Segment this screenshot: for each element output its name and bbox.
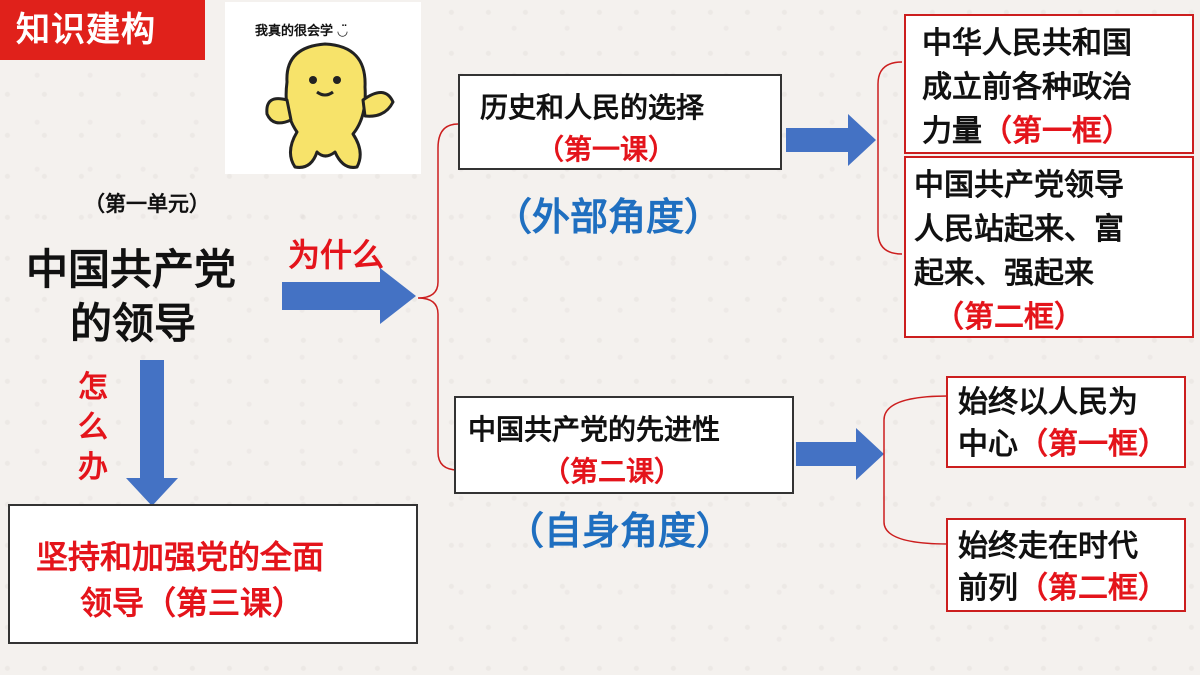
- lesson2-box: 中国共产党的先进性 （第二课）: [454, 396, 794, 494]
- frames1-bracket: [877, 61, 903, 255]
- how-arrow: [126, 360, 178, 506]
- how-label: 怎 么 办: [78, 368, 108, 488]
- unit-label: （第一单元）: [84, 192, 210, 216]
- topic-line-1: 中国共产党: [26, 245, 237, 294]
- frame-l2-1-text: 始终以人民为 中心（第一框）: [958, 382, 1168, 466]
- lesson1-arrow: [786, 114, 876, 166]
- frame-l2-2-tag: （第二框）: [1018, 571, 1168, 606]
- bottom-box-line-2: 领导（第三课）: [80, 584, 305, 622]
- frame-l1-1-text: 中华人民共和国 成立前各种政治 力量（第一框）: [922, 22, 1132, 154]
- section-title: 知识建构: [0, 0, 205, 60]
- frame-l1-2-line-1: 中国共产党领导: [914, 168, 1124, 203]
- lesson1-box: 历史和人民的选择 （第一课）: [458, 74, 782, 170]
- lesson1-angle: （外部角度）: [494, 195, 723, 239]
- topic-line-2: 的领导: [70, 299, 197, 348]
- how-char-2: 么: [78, 410, 108, 445]
- how-char-3: 办: [78, 450, 108, 485]
- lesson2-arrow: [796, 428, 884, 480]
- frame-l2-2-text: 始终走在时代 前列（第二框）: [958, 526, 1168, 610]
- lesson1-tag: （第一课）: [536, 133, 677, 166]
- mascot-icon: [265, 42, 395, 169]
- frame-l1-1-line-3: 力量: [922, 114, 982, 149]
- frame-l1-2-text: 中国共产党领导 人民站起来、富 起来、强起来 （第二框）: [914, 164, 1124, 340]
- sticker-caption: 我真的很会学 ◡̈: [255, 24, 348, 39]
- why-arrow: [282, 268, 416, 324]
- frame-l1-2-line-2: 人民站起来、富: [914, 212, 1124, 247]
- frame-l1-2: 中国共产党领导 人民站起来、富 起来、强起来 （第二框）: [904, 156, 1194, 338]
- frame-l2-1-line-1: 始终以人民为: [958, 385, 1138, 420]
- bottom-box-line-1: 坚持和加强党的全面: [36, 538, 325, 576]
- lesson1-title: 历史和人民的选择: [480, 91, 705, 124]
- frame-l2-2: 始终走在时代 前列（第二框）: [946, 518, 1186, 612]
- frame-l1-1-tag: （第一框）: [982, 114, 1132, 149]
- frame-l1-1: 中华人民共和国 成立前各种政治 力量（第一框）: [904, 14, 1194, 154]
- frame-l1-1-line-1: 中华人民共和国: [922, 26, 1132, 61]
- frames2-bracket: [883, 395, 949, 545]
- why-label: 为什么: [288, 236, 385, 274]
- frame-l2-1-tag: （第一框）: [1018, 427, 1168, 462]
- frame-l2-1: 始终以人民为 中心（第一框）: [946, 376, 1186, 468]
- frame-l2-2-line-2: 前列: [958, 571, 1018, 606]
- strengthen-leadership-box: 坚持和加强党的全面 领导（第三课）: [8, 504, 418, 644]
- mascot-sticker: 我真的很会学 ◡̈: [225, 2, 421, 174]
- lesson2-title: 中国共产党的先进性: [468, 413, 721, 446]
- lesson-bracket: [417, 123, 459, 471]
- lesson2-angle: （自身角度）: [506, 509, 735, 553]
- frame-l1-2-tag: （第二框）: [934, 300, 1084, 335]
- frame-l1-1-line-2: 成立前各种政治: [922, 70, 1132, 105]
- how-char-1: 怎: [78, 370, 108, 405]
- lesson2-tag: （第二课）: [542, 455, 683, 488]
- frame-l2-2-line-1: 始终走在时代: [958, 529, 1138, 564]
- frame-l2-1-line-2: 中心: [958, 427, 1018, 462]
- frame-l1-2-line-3: 起来、强起来: [914, 256, 1094, 291]
